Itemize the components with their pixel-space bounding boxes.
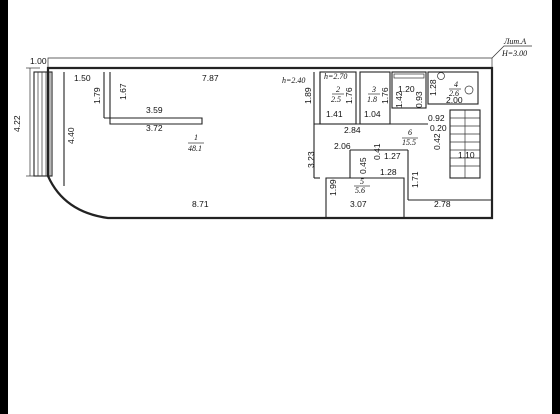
room-3-number: 3 [371,85,376,94]
dim-1-28-a: 1.28 [428,79,438,96]
dim-1-89: 1.89 [303,87,313,104]
room-4-number: 4 [454,80,458,89]
dim-4-22: 4.22 [12,115,22,132]
letter-label: Лит.А [503,37,526,46]
room-5-area: 5.6 [355,186,365,195]
dim-1-04: 1.04 [364,109,381,119]
dim-1-79: 1.79 [92,87,102,104]
room-2-number: 2 [336,85,340,94]
floor-plan: 1.00 4.22 4.40 1.50 1.79 1.67 7.87 h=2.4… [12,37,532,220]
outer-wall [46,66,494,220]
dim-1-99: 1.99 [328,179,338,196]
room-4-outline [427,71,479,105]
dim-1-67: 1.67 [118,83,128,100]
dim-3-23: 3.23 [306,151,316,168]
floor-plan-sheet: 1.00 4.22 4.40 1.50 1.79 1.67 7.87 h=2.4… [8,0,552,414]
title-leader-line [47,45,532,68]
dim-1-41: 1.41 [326,109,343,119]
building-height-label: Н=3.00 [501,49,527,58]
left-bay [33,71,53,177]
room-1-number: 1 [194,133,198,142]
dim-1-71: 1.71 [410,171,420,188]
room-4-block [391,71,427,109]
dim-1-42: 1.42 [394,91,404,108]
partition-3-72 [104,72,203,125]
room-1-area: 48.1 [188,144,202,153]
room-3-area: 1.8 [367,95,377,104]
dim-0-93: 0.93 [414,91,424,108]
dim-1-00: 1.00 [30,56,47,66]
fixture-circle-icon [437,72,445,80]
room-4-fixture [393,73,425,79]
dim-0-41: 0.41 [372,143,382,160]
dim-3-59: 3.59 [146,105,163,115]
dim-8-71: 8.71 [192,199,209,209]
dim-1-76-b: 1.76 [380,87,390,104]
dim-7-87: 7.87 [202,73,219,83]
room-2-area: 2.5 [331,95,341,104]
dim-2-00: 2.00 [446,95,463,105]
sink-icon [464,85,474,95]
dim-0-45: 0.45 [358,157,368,174]
room-5-number: 5 [360,177,364,186]
dim-0-20: 0.20 [430,123,447,133]
dim-2-78: 2.78 [434,199,451,209]
dim-1-27: 1.27 [384,151,401,161]
ceiling-height-room-2: h=2.70 [324,72,347,81]
room-6-number: 6 [408,128,412,137]
dim-0-42: 0.42 [432,133,442,150]
room-5-outline [325,177,405,218]
room-4-area: 2.6 [449,89,459,98]
dim-0-92: 0.92 [428,113,445,123]
ceiling-height-main: h=2.40 [282,76,305,85]
dim-1-20: 1.20 [398,84,415,94]
dim-1-28-b: 1.28 [380,167,397,177]
dim-3-72: 3.72 [146,123,163,133]
dim-2-84: 2.84 [344,125,361,135]
room-6-area: 15.5 [402,138,416,147]
dim-2-06: 2.06 [334,141,351,151]
dim-3-07: 3.07 [350,199,367,209]
dim-4-40: 4.40 [66,127,76,144]
dim-1-76-a: 1.76 [344,87,354,104]
dim-1-50: 1.50 [74,73,91,83]
dim-1-10: 1.10 [458,150,475,160]
